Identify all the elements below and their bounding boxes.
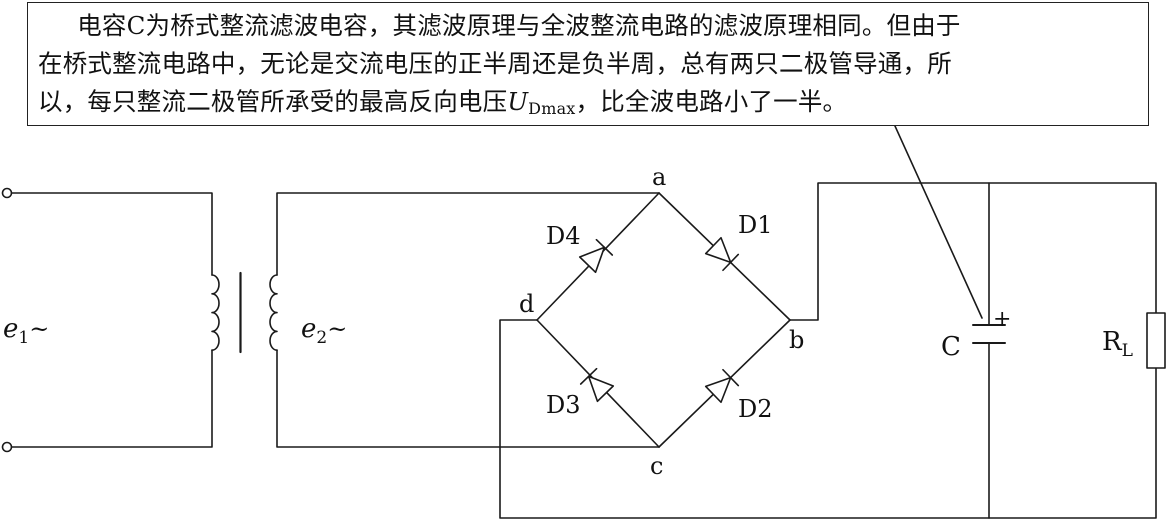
label-node-d: d [519, 290, 534, 318]
diode-d3 [579, 367, 615, 403]
label-d3: D3 [546, 391, 581, 419]
label-load-resistor: RL [1102, 327, 1133, 361]
explanation-callout: 电容C为桥式整流滤波电容，其滤波原理与全波整流电路的滤波原理相同。但由于 在桥式… [27, 2, 1149, 126]
primary-lead-bottom [10, 349, 213, 448]
label-capacitor-plus: + [993, 307, 1011, 332]
callout-line-3-tail: ，比全波电路小了一半。 [575, 87, 848, 116]
callout-line-2: 在桥式整流电路中，无论是交流电压的正半周还是负半周，总有两只二极管导通，所 [38, 49, 952, 78]
secondary-lead-bottom [276, 349, 660, 448]
callout-line-3: 以，每只整流二极管所承受的最高反向电压UDmax，比全波电路小了一半。 [38, 83, 1138, 128]
label-d1: D1 [738, 211, 773, 239]
label-node-b: b [789, 326, 804, 354]
secondary-lead-top [276, 192, 660, 276]
primary-winding [211, 274, 220, 351]
label-capacitor: C [941, 332, 961, 362]
label-node-a: a [652, 163, 666, 191]
label-e2: e2~ [301, 314, 347, 348]
label-d4: D4 [546, 222, 581, 250]
callout-pointer [894, 125, 983, 319]
input-terminal-top [1, 187, 13, 199]
voltage-symbol-subscript: Dmax [528, 99, 576, 118]
output-wire-positive [789, 182, 1157, 321]
diode-d1 [704, 236, 740, 272]
secondary-winding [269, 274, 278, 351]
primary-lead-top [10, 192, 213, 276]
label-e1: e1~ [3, 314, 49, 348]
voltage-symbol: U [507, 87, 529, 116]
callout-line-3-text: 以，每只整流二极管所承受的最高反向电压 [38, 87, 508, 116]
label-node-c: c [650, 452, 663, 480]
callout-line-1: 电容C为桥式整流滤波电容，其滤波原理与全波整流电路的滤波原理相同。但由于 [77, 11, 961, 40]
output-wire-negative [499, 319, 1157, 519]
label-d2: D2 [738, 395, 773, 423]
diode-d2 [704, 368, 740, 404]
load-resistor [1146, 312, 1166, 369]
diode-d4 [578, 238, 614, 274]
input-terminal-bottom [1, 441, 13, 453]
